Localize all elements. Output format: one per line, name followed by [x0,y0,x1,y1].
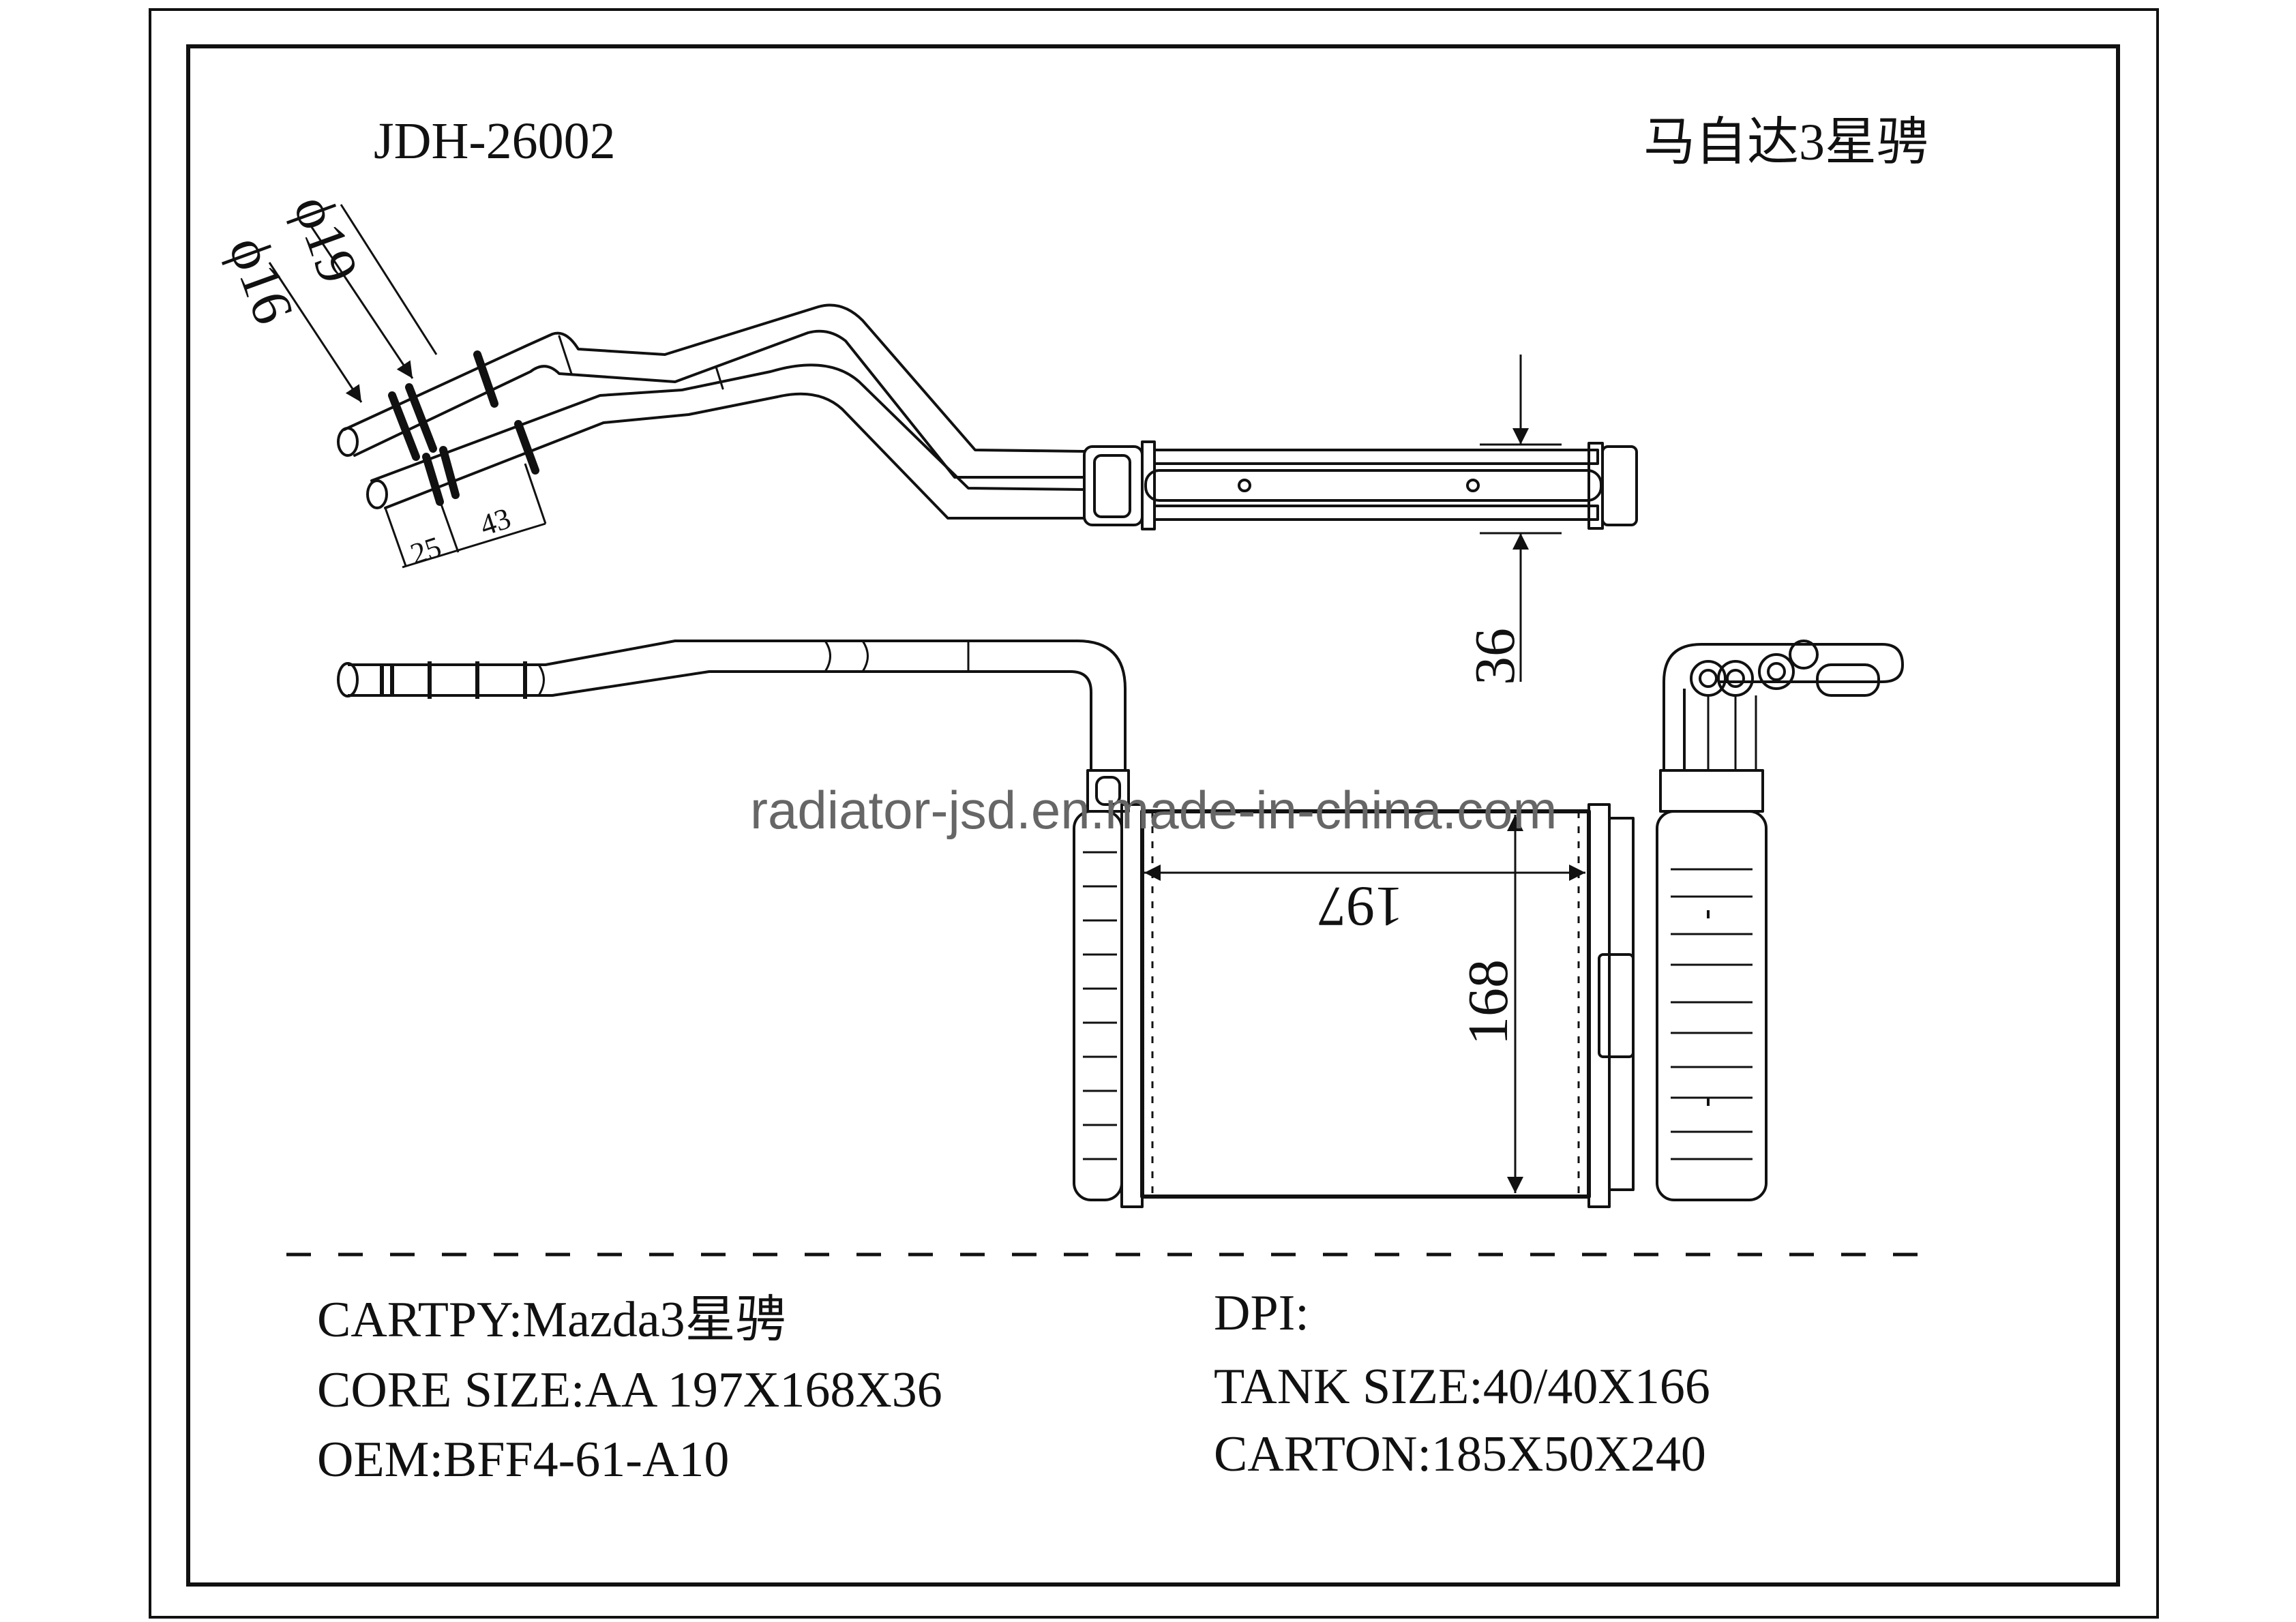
front-view-drawing [337,640,1635,1208]
spec-carton: CARTON:185X50X240 [1214,1426,1706,1482]
spec-core-size: CORE SIZE:AA 197X168X36 [317,1362,942,1418]
spec-cartpy: CARTPY:Mazda3星骋 [317,1292,786,1348]
inner-frame [186,44,2120,1587]
thickness-dimension [1480,355,1562,682]
outer-frame [149,8,2159,1619]
spec-oem: OEM:BFF4-61-A10 [317,1432,729,1488]
top-view-drawing [337,303,1638,530]
watermark: radiator-jsd.en.made-in-china.com [750,780,1557,840]
spec-dpi: DPI: [1214,1285,1309,1341]
part-number: JDH-26002 [374,112,616,170]
length-dimensions [384,463,547,569]
side-view-drawing [1656,640,1904,1201]
length-43-label: 43 [476,501,515,542]
width-197-label: 197 [1317,875,1403,938]
height-168-label: 168 [1457,959,1520,1045]
car-model-title: 马自达3星骋 [1643,114,1928,171]
pipe-dia-19-label: ϕ19 [281,187,370,291]
pipe-diameter-dimensions [268,204,438,403]
pipe-dia-16-label: ϕ16 [216,228,305,332]
spec-tank-size: TANK SIZE:40/40X166 [1214,1359,1710,1415]
thickness-36-label: 36 [1463,628,1527,685]
